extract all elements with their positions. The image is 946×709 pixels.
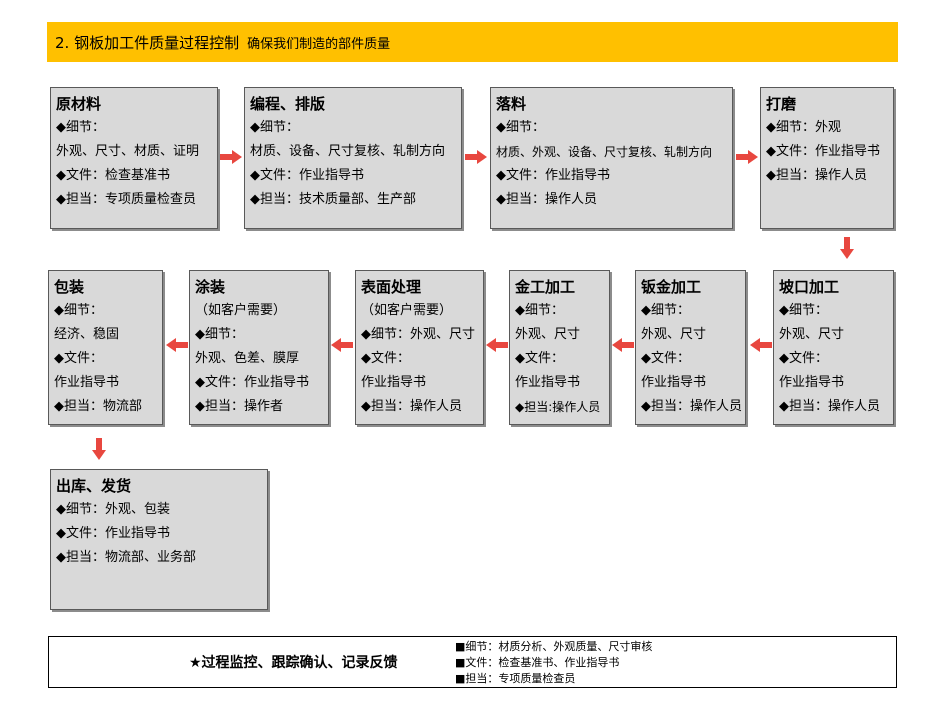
step-line: 作业指导书 [361, 375, 427, 390]
step-line: ◆担当:操作人员 [515, 400, 601, 414]
step-line: ◆文件：检查基准书 [56, 168, 170, 183]
step-line: ◆文件： [641, 351, 690, 366]
step-line: ◆文件： [54, 351, 103, 366]
step-line: ◆细节： [195, 327, 244, 342]
step-line: ◆担当：技术质量部、生产部 [250, 192, 416, 207]
step-line: ◆文件：作业指导书 [496, 168, 610, 183]
arrow-left-icon [166, 338, 188, 352]
step-line: ◆细节： [641, 303, 690, 318]
step-line: ◆文件：作业指导书 [195, 375, 309, 390]
arrow-left-icon [612, 338, 634, 352]
step-title: 涂装 [195, 278, 226, 296]
step-title: 包装 [54, 278, 85, 296]
step-line: 材质、设备、尺寸复核、轧制方向 [250, 144, 446, 159]
step-title: 落料 [496, 95, 527, 113]
step-line: ◆担当：操作人员 [496, 192, 597, 207]
step-line: ◆细节： [779, 303, 828, 318]
step-surface-treatment: 表面处理 （如客户需要） ◆细节：外观、尺寸 ◆文件： 作业指导书 ◆担当：操作… [355, 270, 484, 425]
step-beveling: 坡口加工 ◆细节： 外观、尺寸 ◆文件： 作业指导书 ◆担当：操作人员 [773, 270, 894, 425]
step-line: 外观、尺寸、材质、证明 [56, 144, 200, 159]
step-line: ◆担当：操作人员 [361, 399, 462, 414]
arrow-left-icon [331, 338, 353, 352]
step-grinding: 打磨 ◆细节：外观 ◆文件：作业指导书 ◆担当：操作人员 [760, 87, 894, 229]
step-line: ◆细节： [250, 120, 299, 135]
step-line: ◆细节： [54, 303, 103, 318]
arrow-down-icon [92, 438, 106, 460]
header-banner: 2. 钢板加工件质量过程控制 确保我们制造的部件质量 [47, 22, 898, 62]
arrow-down-icon [840, 237, 854, 259]
arrow-right-icon [220, 150, 242, 164]
step-shipping: 出库、发货 ◆细节：外观、包装 ◆文件：作业指导书 ◆担当：物流部、业务部 [50, 469, 268, 610]
step-title: 金工加工 [515, 278, 576, 296]
step-programming: 编程、排版 ◆细节： 材质、设备、尺寸复核、轧制方向 ◆文件：作业指导书 ◆担当… [244, 87, 462, 229]
footer-summary: ★过程监控、跟踪确认、记录反馈 ■细节：材质分析、外观质量、尺寸审核 ■文件：检… [48, 636, 897, 688]
step-title: 编程、排版 [250, 95, 326, 113]
footer-note: ■细节：材质分析、外观质量、尺寸审核 [455, 640, 653, 653]
step-line: 材质、外观、设备、尺寸复核、轧制方向 [496, 145, 713, 159]
step-line: ◆文件： [779, 351, 828, 366]
step-line: 作业指导书 [54, 375, 120, 390]
step-title: 表面处理 [361, 278, 422, 296]
step-line: ◆担当：物流部 [54, 399, 142, 414]
step-line: ◆细节：外观、尺寸 [361, 327, 475, 342]
step-line: ◆文件：作业指导书 [56, 526, 170, 541]
step-line: 作业指导书 [641, 375, 707, 390]
step-line: 外观、尺寸 [641, 327, 707, 342]
step-line: ◆细节： [56, 120, 105, 135]
arrow-right-icon [465, 150, 487, 164]
step-line: ◆文件： [361, 351, 410, 366]
step-line: 作业指导书 [515, 375, 581, 390]
step-line: ◆担当：操作者 [195, 399, 283, 414]
step-line: ◆文件：作业指导书 [766, 144, 880, 159]
step-packaging: 包装 ◆细节： 经济、稳固 ◆文件： 作业指导书 ◆担当：物流部 [48, 270, 163, 425]
step-painting: 涂装 （如客户需要） ◆细节： 外观、色差、膜厚 ◆文件：作业指导书 ◆担当：操… [189, 270, 329, 425]
step-line: ◆细节：外观 [766, 120, 841, 135]
step-title: 出库、发货 [56, 477, 132, 495]
step-blanking: 落料 ◆细节： 材质、外观、设备、尺寸复核、轧制方向 ◆文件：作业指导书 ◆担当… [490, 87, 733, 229]
step-line: 作业指导书 [779, 375, 845, 390]
step-title: 原材料 [56, 95, 102, 113]
footer-notes: ■细节：材质分析、外观质量、尺寸审核 ■文件：检查基准书、作业指导书 ■担当：专… [455, 639, 652, 687]
step-line: （如客户需要） [195, 303, 287, 318]
step-line: ◆文件： [515, 351, 564, 366]
step-raw-material: 原材料 ◆细节： 外观、尺寸、材质、证明 ◆文件：检查基准书 ◆担当：专项质量检… [50, 87, 218, 229]
step-line: （如客户需要） [361, 303, 453, 318]
step-line: ◆细节： [496, 120, 545, 135]
step-line: 外观、色差、膜厚 [195, 351, 300, 366]
page-subtitle: 确保我们制造的部件质量 [247, 36, 391, 52]
step-line: 外观、尺寸 [779, 327, 845, 342]
footer-note: ■担当：专项质量检查员 [455, 672, 576, 685]
step-sheet-metal: 钣金加工 ◆细节： 外观、尺寸 ◆文件： 作业指导书 ◆担当：操作人员 [635, 270, 746, 425]
step-line: ◆细节： [515, 303, 564, 318]
step-line: ◆担当：物流部、业务部 [56, 550, 196, 565]
step-line: 经济、稳固 [54, 327, 120, 342]
step-line: ◆细节：外观、包装 [56, 502, 170, 517]
step-line: ◆担当：操作人员 [779, 399, 880, 414]
step-line: 外观、尺寸 [515, 327, 581, 342]
step-line: ◆文件：作业指导书 [250, 168, 364, 183]
step-line: ◆担当：专项质量检查员 [56, 192, 196, 207]
arrow-left-icon [750, 338, 772, 352]
page-title: 2. 钢板加工件质量过程控制 [55, 33, 240, 52]
footer-main-text: ★过程监控、跟踪确认、记录反馈 [189, 655, 398, 671]
step-title: 坡口加工 [779, 278, 840, 296]
arrow-left-icon [486, 338, 508, 352]
step-title: 打磨 [766, 95, 797, 113]
step-title: 钣金加工 [641, 278, 702, 296]
step-machining: 金工加工 ◆细节： 外观、尺寸 ◆文件： 作业指导书 ◆担当:操作人员 [509, 270, 610, 425]
step-line: ◆担当：操作人员 [641, 399, 742, 414]
step-line: ◆担当：操作人员 [766, 168, 867, 183]
arrow-right-icon [736, 150, 758, 164]
footer-note: ■文件：检查基准书、作业指导书 [455, 656, 620, 669]
